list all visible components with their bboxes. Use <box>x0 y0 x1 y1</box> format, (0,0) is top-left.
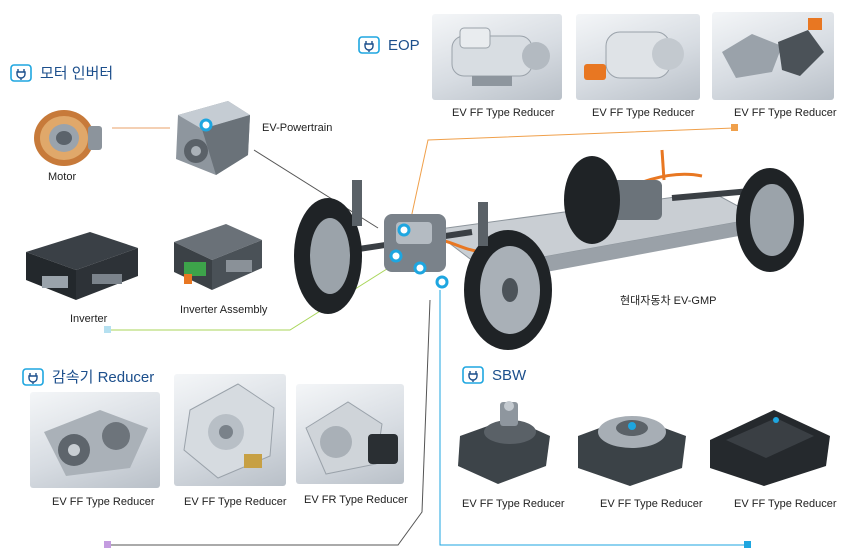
section-title: 감속기 Reducer <box>52 369 155 386</box>
section-reducer: 감속기 Reducer <box>22 366 154 387</box>
section-eop: EOP <box>358 36 420 54</box>
eop-product-3-label: EV FF Type Reducer <box>734 107 837 119</box>
inverter-connector <box>108 261 399 331</box>
eop-product-2-image <box>576 14 700 100</box>
sbw-product-2-label: EV FF Type Reducer <box>600 498 703 510</box>
section-sbw: SBW <box>462 366 526 384</box>
reducer-product-1-image <box>30 392 160 488</box>
reducer-product-3-label: EV FR Type Reducer <box>304 494 408 506</box>
plug-icon <box>358 36 380 54</box>
sbw-connector-dot <box>744 541 751 548</box>
reducer-product-1-label: EV FF Type Reducer <box>52 496 155 508</box>
section-title: 모터 인버터 <box>40 65 114 82</box>
plug-icon <box>22 367 44 386</box>
sbw-product-1-image <box>450 396 560 490</box>
reducer-product-2-image <box>174 374 286 486</box>
section-motor-inverter: 모터 인버터 <box>10 62 113 83</box>
motor-image <box>28 104 106 168</box>
eop-product-3-image <box>712 12 834 100</box>
sbw-product-1-label: EV FF Type Reducer <box>462 498 565 510</box>
sbw-product-3-image <box>702 396 836 490</box>
inverter-assembly-label: Inverter Assembly <box>180 304 268 316</box>
plug-icon <box>10 63 32 82</box>
inverter-image <box>22 226 142 306</box>
ev-gmp-platform-image <box>292 140 812 352</box>
inverter-connector-dot <box>104 326 111 333</box>
plug-icon <box>462 366 484 384</box>
eop-product-1-label: EV FF Type Reducer <box>452 107 555 119</box>
inverter-assembly-image <box>170 218 266 300</box>
reducer-connector <box>108 299 431 546</box>
sbw-product-2-image <box>570 392 694 490</box>
eop-product-2-label: EV FF Type Reducer <box>592 107 695 119</box>
section-title: EOP <box>388 36 420 54</box>
reducer-product-2-label: EV FF Type Reducer <box>184 496 287 508</box>
inverter-label: Inverter <box>70 313 108 325</box>
eop-connector <box>407 127 735 233</box>
eop-connector-dot <box>731 124 738 131</box>
reducer-product-3-image <box>296 384 404 484</box>
sbw-connector <box>439 290 748 546</box>
section-title: SBW <box>492 366 527 384</box>
sbw-product-3-label: EV FF Type Reducer <box>734 498 837 510</box>
platform-label: 현대자동차 EV-GMP <box>620 295 717 307</box>
ev-powertrain-label: EV-Powertrain <box>262 122 333 134</box>
reducer-connector-dot <box>104 541 111 548</box>
eop-product-1-image <box>432 14 562 100</box>
ev-powertrain-image <box>168 95 256 179</box>
motor-label: Motor <box>48 171 77 183</box>
